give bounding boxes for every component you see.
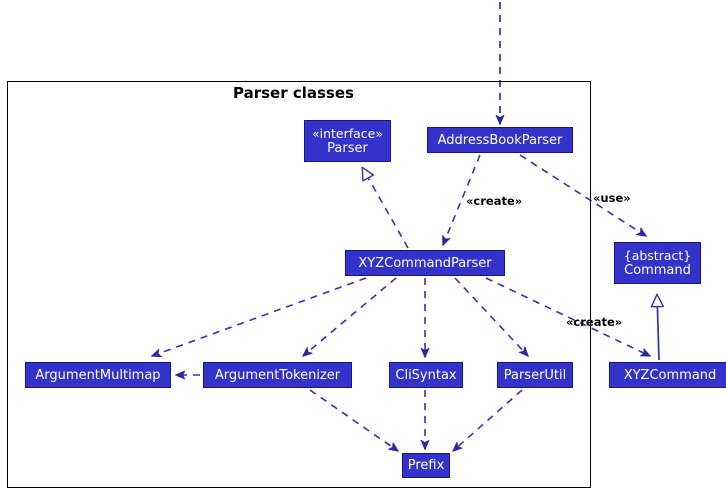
class-argumenttokenizer-name: ArgumentTokenizer: [214, 367, 341, 383]
class-argumenttokenizer[interactable]: ArgumentTokenizer: [203, 362, 352, 388]
edge-addressbookparser-creates-xyzcommandparser: [442, 154, 481, 246]
class-parser-interface[interactable]: «interface» Parser: [304, 120, 391, 162]
class-argumentmultimap[interactable]: ArgumentMultimap: [25, 362, 171, 388]
class-parser-stereotype: «interface»: [311, 126, 384, 141]
class-xyzcommandparser-name: XYZCommandParser: [358, 255, 492, 271]
class-parserutil-name: ParserUtil: [503, 367, 567, 383]
class-command[interactable]: {abstract} Command: [614, 242, 701, 284]
edge-argumenttokenizer-to-prefix: [309, 389, 399, 452]
class-command-stereotype: {abstract}: [623, 248, 692, 263]
class-xyzcommand-name: XYZCommand: [623, 367, 717, 383]
package-frame-parser-classes: [7, 81, 591, 488]
class-clisyntax[interactable]: CliSyntax: [389, 362, 463, 388]
edge-xyzcommandparser-to-parserutil: [454, 277, 529, 357]
class-argumentmultimap-name: ArgumentMultimap: [35, 367, 161, 383]
class-prefix[interactable]: Prefix: [402, 453, 450, 478]
class-xyzcommandparser[interactable]: XYZCommandParser: [345, 250, 505, 276]
class-parserutil[interactable]: ParserUtil: [497, 362, 573, 388]
package-title: Parser classes: [233, 84, 354, 102]
class-addressbookparser-name: AddressBookParser: [437, 132, 563, 148]
edge-parserutil-to-prefix: [452, 389, 523, 452]
edge-xyzcommandparser-implements-parser: [361, 166, 409, 249]
edge-label-use-command: «use»: [593, 191, 631, 205]
edge-xyzcommandparser-creates-xyzcommand: [485, 277, 651, 357]
class-clisyntax-name: CliSyntax: [395, 367, 457, 383]
edge-label-create-parser: «create»: [466, 194, 523, 208]
class-addressbookparser[interactable]: AddressBookParser: [427, 127, 573, 153]
class-command-name: Command: [624, 263, 691, 278]
edge-label-create-command: «create»: [566, 315, 623, 329]
class-parser-name: Parser: [327, 141, 368, 156]
edge-xyzcommand-extends-command: [650, 293, 665, 361]
class-xyzcommand[interactable]: XYZCommand: [609, 362, 726, 388]
class-prefix-name: Prefix: [407, 458, 445, 473]
